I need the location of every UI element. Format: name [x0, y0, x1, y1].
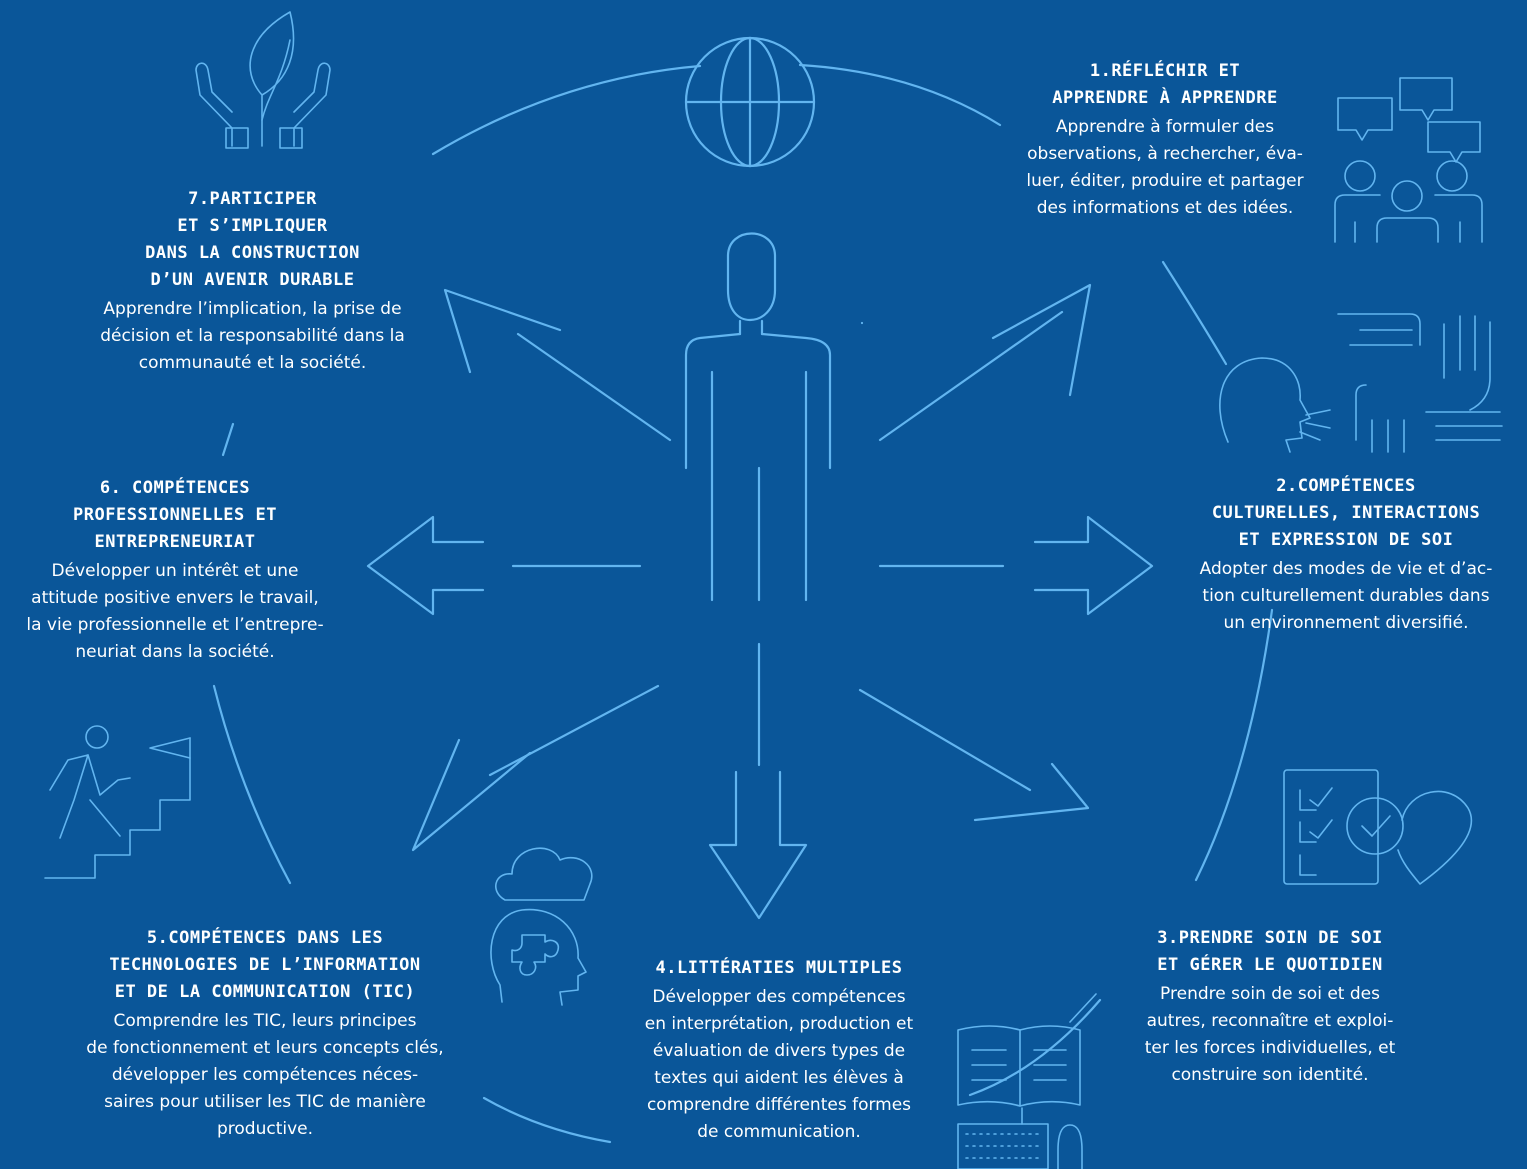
stairs-runner-icon — [44, 725, 191, 879]
arrow-right — [878, 515, 1154, 616]
competence-2-description: Adopter des modes de vie et d’ac- tion c… — [1199, 559, 1493, 633]
competence-3-description: Prendre soin de soi et des autres, recon… — [1144, 984, 1396, 1085]
people-speech-icon — [1334, 77, 1483, 243]
competence-5-description: Comprendre les TIC, leurs principes de f… — [86, 1011, 444, 1139]
competence-5-title: 5.COMPÉTENCES DANS LES TECHNOLOGIES DE L… — [109, 928, 421, 1002]
circle-arcs — [212, 63, 1274, 1144]
competence-6: 6. COMPÉTENCES PROFESSIONNELLES ET ENTRE… — [10, 475, 340, 666]
arrow-down — [708, 642, 808, 920]
competence-7-title: 7.PARTICIPER ET S’IMPLIQUER DANS LA CONS… — [145, 189, 360, 290]
competence-1-title: 1.RÉFLÉCHIR ET APPRENDRE À APPRENDRE — [1052, 61, 1278, 108]
checklist-heart-icon — [1283, 769, 1473, 885]
person-icon — [684, 232, 832, 602]
arrow-down-right — [858, 321, 1090, 822]
globe-icon — [684, 36, 816, 168]
arrow-up-right — [878, 283, 1092, 442]
competence-4: 4.LITTÉRATIES MULTIPLES Développer des c… — [620, 955, 938, 1146]
competence-2: 2.COMPÉTENCES CULTURELLES, INTERACTIONS … — [1165, 473, 1527, 637]
arrow-down-left — [411, 684, 660, 852]
competence-1-description: Apprendre à formuler des observations, à… — [1026, 117, 1304, 218]
head-hands-icon — [1219, 313, 1503, 453]
competence-6-description: Développer un intérêt et une attitude po… — [26, 561, 324, 662]
competence-7-description: Apprendre l’implication, la prise de déc… — [100, 299, 405, 373]
competence-5: 5.COMPÉTENCES DANS LES TECHNOLOGIES DE L… — [50, 925, 480, 1143]
arrow-left — [366, 515, 642, 616]
hands-leaf-icon — [195, 11, 331, 149]
competence-3-title: 3.PRENDRE SOIN DE SOI ET GÉRER LE QUOTID… — [1157, 928, 1383, 975]
competence-1: 1.RÉFLÉCHIR ET APPRENDRE À APPRENDRE App… — [990, 58, 1340, 222]
open-book-computer-icon — [957, 993, 1097, 1169]
competence-7: 7.PARTICIPER ET S’IMPLIQUER DANS LA CONS… — [80, 186, 425, 377]
competence-6-title: 6. COMPÉTENCES PROFESSIONNELLES ET ENTRE… — [73, 478, 277, 552]
head-puzzle-icon — [490, 847, 593, 1006]
competence-4-description: Développer des compétences en interpréta… — [644, 987, 914, 1142]
arrow-up-left — [443, 288, 672, 442]
competence-2-title: 2.COMPÉTENCES CULTURELLES, INTERACTIONS … — [1211, 476, 1481, 550]
competence-4-title: 4.LITTÉRATIES MULTIPLES — [655, 958, 903, 978]
competence-3: 3.PRENDRE SOIN DE SOI ET GÉRER LE QUOTID… — [1100, 925, 1440, 1089]
